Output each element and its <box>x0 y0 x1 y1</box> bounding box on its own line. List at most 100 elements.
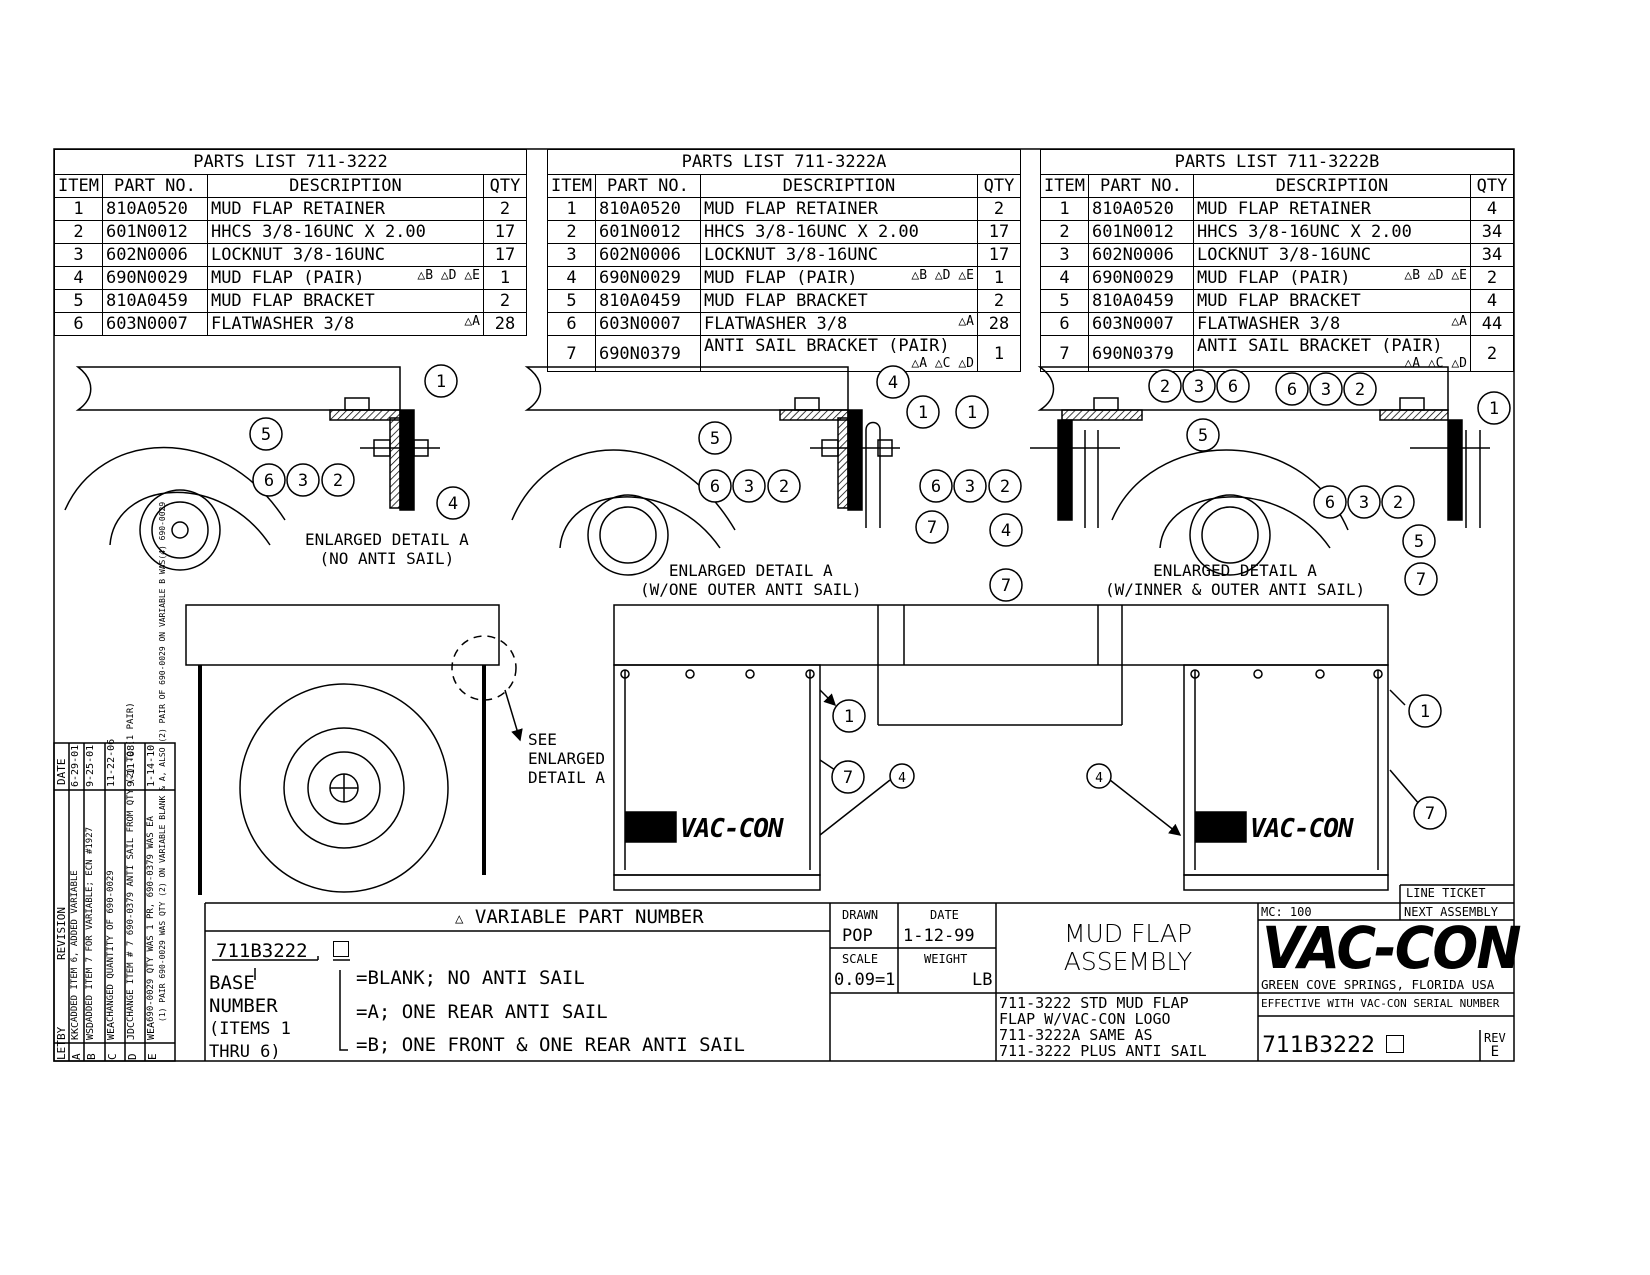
cell-part-no: 601N0012 <box>1087 220 1194 244</box>
balloon-number: 2 <box>1355 380 1365 400</box>
rev-date: 11-22-06 <box>106 738 117 787</box>
detail-c-subtitle: (W/INNER & OUTER ANTI SAIL) <box>1105 580 1366 599</box>
balloon-3 <box>286 463 320 497</box>
cell-qty: 34 <box>1470 243 1514 267</box>
cell-description: MUD FLAP RETAINER <box>206 197 485 221</box>
balloon-number: 4 <box>448 494 458 514</box>
balloon-5 <box>249 417 283 451</box>
detail-c-caption: ENLARGED DETAIL A (W/INNER & OUTER ANTI … <box>1105 561 1365 599</box>
balloon-number: 1 <box>1420 702 1430 722</box>
variable-heading: △ VARIABLE PART NUMBER <box>455 906 704 928</box>
cell-item: 7 <box>1040 335 1089 372</box>
cell-part-no: 690N0029 <box>101 266 208 290</box>
cell-item: 5 <box>547 289 596 313</box>
balloon-number: 5 <box>1414 532 1424 552</box>
col-item: ITEM <box>547 174 596 198</box>
balloon-number: 7 <box>927 518 937 538</box>
cell-item: 6 <box>1040 312 1089 336</box>
col-description: DESCRIPTION <box>206 174 485 198</box>
line-ticket-label: LINE TICKET <box>1406 886 1486 900</box>
cell-item: 6 <box>54 312 103 336</box>
rev-letter: D <box>126 1053 139 1060</box>
balloon-number: 7 <box>1001 576 1011 596</box>
base-line-3: (ITEMS 1 <box>209 1019 291 1039</box>
drawing-notes: 711-3222 STD MUD FLAP FLAP W/VAC-CON LOG… <box>999 995 1207 1059</box>
col-part-no: PART NO. <box>1087 174 1194 198</box>
balloon-2 <box>321 463 355 497</box>
balloon-number: 7 <box>843 768 853 788</box>
balloon-7 <box>1404 562 1438 596</box>
balloon-number: 3 <box>744 477 754 497</box>
balloon-4 <box>889 763 915 789</box>
balloon-1 <box>832 699 866 733</box>
balloon-number: 6 <box>264 471 274 491</box>
cell-part-no: 810A0520 <box>101 197 208 221</box>
variable-marks: △B △D △E <box>1404 268 1467 283</box>
detail-b-title: ENLARGED DETAIL A <box>668 561 833 580</box>
balloon-1 <box>424 364 458 398</box>
cell-item: 2 <box>1040 220 1089 244</box>
balloon-number: 2 <box>1160 377 1170 397</box>
see-line-2: ENLARGED <box>528 749 606 768</box>
balloon-number: 1 <box>1489 399 1499 419</box>
rev-extra-note: (1) PAIR 690-0029 WAS QTY (2) ON VARIABL… <box>158 501 167 1022</box>
balloon-7 <box>989 568 1023 602</box>
rev-letter: A <box>70 1053 83 1060</box>
detail-a-subtitle: (NO ANTI SAIL) <box>319 549 455 568</box>
cell-description: HHCS 3/8-16UNC X 2.00 <box>206 220 485 244</box>
variable-option-a: =A; ONE REAR ANTI SAIL <box>356 1001 608 1023</box>
parts-list-title: PARTS LIST 711-3222B <box>1040 149 1514 175</box>
cell-description: MUD FLAP BRACKET <box>206 289 485 313</box>
drawn-label: DRAWN <box>842 908 879 922</box>
variable-base-pn: 711B3222 <box>216 940 308 962</box>
balloon-number: 3 <box>1359 493 1369 513</box>
col-qty: QTY <box>1470 174 1514 198</box>
balloon-4 <box>876 365 910 399</box>
cell-part-no: 602N0006 <box>101 243 208 267</box>
cell-description: FLATWASHER 3/8△A <box>699 312 979 336</box>
balloon-number: 3 <box>1321 380 1331 400</box>
cell-item: 7 <box>547 335 596 372</box>
balloon-number: 3 <box>965 477 975 497</box>
balloon-number: 4 <box>898 771 906 786</box>
see-enlarged-note: SEE ENLARGED DETAIL A <box>528 730 605 787</box>
cell-qty: 17 <box>977 243 1021 267</box>
balloon-number: 4 <box>1095 771 1103 786</box>
cell-part-no: 690N0379 <box>594 335 701 372</box>
detail-a-title: ENLARGED DETAIL A <box>305 530 469 549</box>
rev-text: CHANGED QUANTITY OF 690-0029 <box>106 870 116 1022</box>
balloon-number: 6 <box>710 477 720 497</box>
part-number-text: 711B3222 <box>1262 1033 1376 1058</box>
balloon-number: 7 <box>1416 570 1426 590</box>
variable-option-blank: =BLANK; NO ANTI SAIL <box>356 967 585 989</box>
variable-marks: △A <box>958 314 974 329</box>
balloon-number: 3 <box>1194 377 1204 397</box>
cell-part-no: 601N0012 <box>101 220 208 244</box>
balloon-6 <box>252 463 286 497</box>
rev-text: ADDED ITEM 7 FOR VARIABLE; ECN #1927 <box>85 826 95 1022</box>
note-line-3: 711-3222A SAME AS <box>999 1026 1153 1044</box>
cell-description: LOCKNUT 3/8-16UNC <box>699 243 979 267</box>
balloon-number: 2 <box>1000 477 1010 497</box>
cell-part-no: 602N0006 <box>1087 243 1194 267</box>
balloon-6 <box>1313 485 1347 519</box>
balloon-number: 6 <box>1228 377 1238 397</box>
col-item: ITEM <box>54 174 103 198</box>
balloon-5 <box>1402 524 1436 558</box>
parts-list-title: PARTS LIST 711-3222 <box>54 149 527 175</box>
rev-letter: C <box>106 1053 119 1060</box>
balloon-number: 1 <box>967 403 977 423</box>
balloon-1 <box>955 395 989 429</box>
title-line-1: MUD FLAP <box>1063 919 1193 948</box>
drawing-title: MUD FLAP ASSEMBLY <box>1000 920 1256 976</box>
cell-item: 3 <box>547 243 596 267</box>
warning-triangle-icon: △ <box>455 911 464 927</box>
vac-con-flap-logo-left: VAC-CON <box>680 814 784 844</box>
